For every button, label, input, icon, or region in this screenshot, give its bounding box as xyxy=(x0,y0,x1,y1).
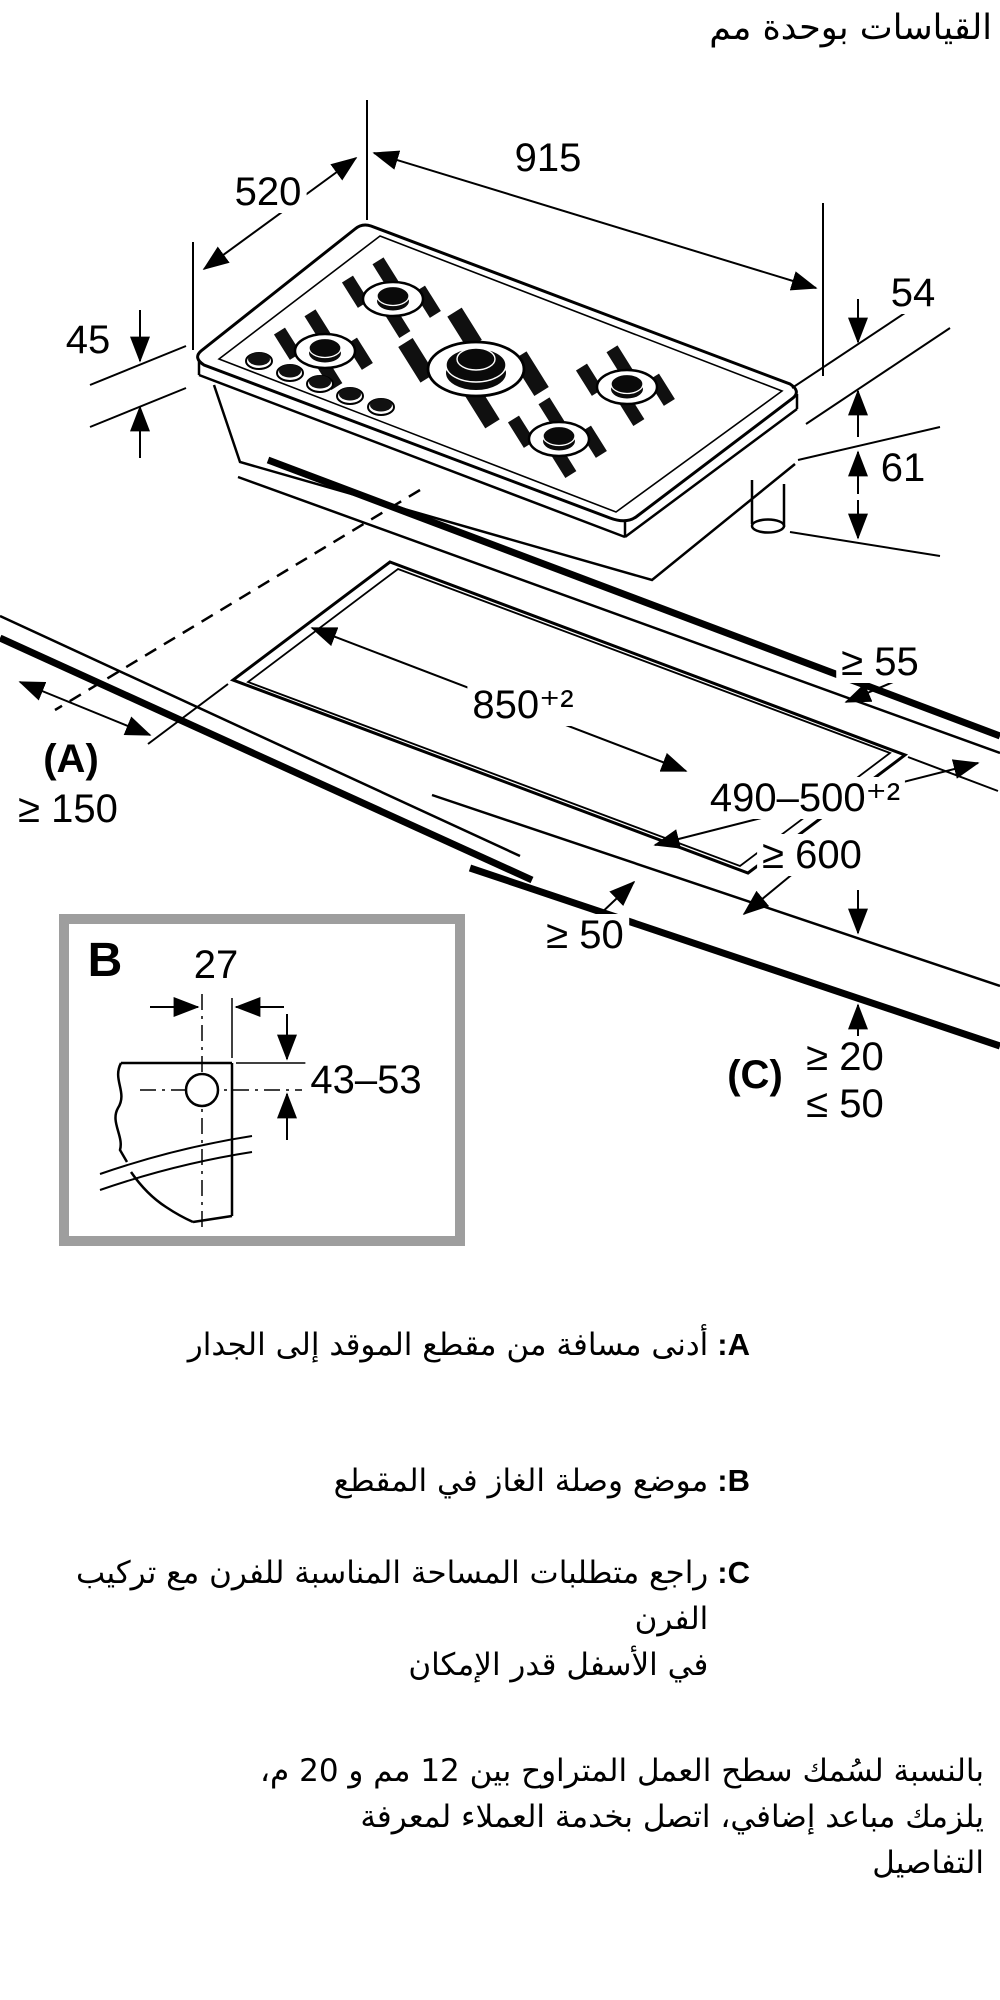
label-a-marker: (A) xyxy=(38,738,104,780)
dim-label-hole-offset-27: 27 xyxy=(188,944,244,986)
worktop-cross-section-profile xyxy=(99,994,302,1232)
dim-label-thickness-min: ≥ 20 xyxy=(801,1036,889,1078)
dim-label-profile-54: 54 xyxy=(885,272,941,314)
hob-glass-bevel xyxy=(217,235,784,513)
dim-label-cutout-width: 850⁺² xyxy=(467,684,579,726)
rear-wall-line xyxy=(266,456,1000,740)
dim-label-rear-distance: ≥ 55 xyxy=(836,641,924,683)
extension-line xyxy=(89,345,187,386)
burner-back-right xyxy=(575,345,675,427)
legend-item-b: B: موضع وصلة الغاز في المقطع xyxy=(334,1458,750,1504)
leader-arrow-600 xyxy=(742,871,796,916)
legend-letter-b: B: xyxy=(717,1463,750,1498)
dim-label-thickness-max: ≤ 50 xyxy=(801,1083,889,1125)
side-wall-edge xyxy=(0,614,521,858)
control-knobs xyxy=(245,352,395,416)
page-title: القياسات بوحدة مم xyxy=(709,8,992,48)
dim-label-hole-range-43-53: 43–53 xyxy=(305,1059,427,1101)
hob-side-faces xyxy=(197,360,799,582)
dim-label-width-915: 915 xyxy=(509,137,587,179)
dim-label-front-distance: ≥ 600 xyxy=(757,834,867,876)
dimension-line-150 xyxy=(18,681,152,736)
detail-b-dimension-lines xyxy=(150,997,306,1140)
hob-isometric-drawing xyxy=(89,100,951,582)
footnote: بالنسبة لسُمك سطح العمل المتراوح بين 12 … xyxy=(260,1748,984,1886)
dim-label-connection-61: 61 xyxy=(875,447,931,489)
legend-letter-a: A: xyxy=(717,1327,750,1362)
footnote-line-2: يلزمك مباعد إضافي، اتصل بخدمة العملاء لم… xyxy=(360,1799,984,1835)
extension-line xyxy=(805,327,951,425)
legend-text-b: موضع وصلة الغاز في المقطع xyxy=(333,1463,709,1499)
dim-label-clearance-45: 45 xyxy=(60,319,116,361)
worktop-rear-edge xyxy=(237,475,1000,755)
legend-text-c: راجع متطلبات المساحة المناسبة للفرن مع ت… xyxy=(76,1555,709,1683)
label-c-marker: (C) xyxy=(722,1054,788,1096)
legend-text-a: أدنى مسافة من مقطع الموقد إلى الجدار xyxy=(187,1327,709,1363)
footnote-line-3: التفاصيل xyxy=(872,1845,984,1881)
side-wall-line xyxy=(0,634,534,884)
legend-item-c: C: راجع متطلبات المساحة المناسبة للفرن م… xyxy=(0,1550,750,1688)
gas-connection-hole xyxy=(184,1072,220,1108)
alignment-dashed-line xyxy=(54,488,421,712)
gas-connection-pipe xyxy=(750,480,786,534)
dimension-line-520 xyxy=(202,157,358,270)
burner-front-right xyxy=(507,397,607,479)
burner-front-left xyxy=(273,309,373,391)
dim-label-depth-520: 520 xyxy=(229,171,307,213)
cutout-opening-inner xyxy=(246,567,892,868)
extension-line xyxy=(147,683,229,745)
leader-arrow-55 xyxy=(844,679,899,703)
legend-letter-c: C: xyxy=(717,1555,750,1590)
worktop-front-edge-bottom xyxy=(468,864,1000,1050)
dim-label-wall-distance: ≥ 150 xyxy=(13,788,123,830)
label-b-marker: B xyxy=(82,936,128,986)
extension-line xyxy=(789,531,941,557)
worktop-front-edge-top xyxy=(431,793,1000,988)
legend-item-a: A: أدنى مسافة من مقطع الموقد إلى الجدار xyxy=(188,1322,750,1368)
extension-line xyxy=(797,426,941,461)
extension-line xyxy=(907,756,999,792)
dimension-line-915 xyxy=(372,150,818,291)
burner-center-wok xyxy=(398,307,549,429)
footnote-line-1: بالنسبة لسُمك سطح العمل المتراوح بين 12 … xyxy=(260,1753,984,1789)
leader-arrow-50 xyxy=(595,880,636,919)
dim-label-cutout-depth: 490–500⁺² xyxy=(704,777,906,819)
dim-label-side-distance: ≥ 50 xyxy=(541,914,629,956)
extension-line xyxy=(89,387,187,428)
